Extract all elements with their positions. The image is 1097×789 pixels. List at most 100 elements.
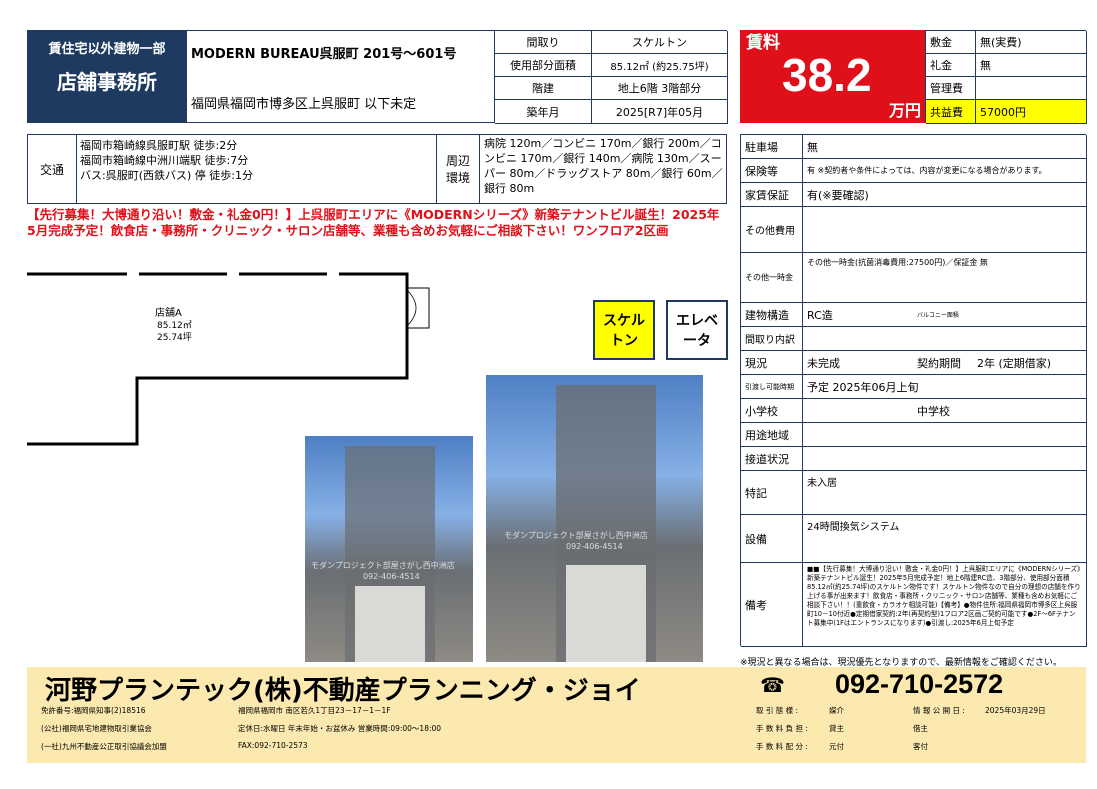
dist-value-origin: 元付 bbox=[829, 742, 844, 751]
insurance-label: 保険等 bbox=[741, 159, 803, 183]
photo2-phone: 092-406-4514 bbox=[566, 542, 623, 551]
dist-label: 手 数 料 配 分 : bbox=[756, 742, 808, 751]
remarks-value: ■■【先行募集！大博通り沿い！敷金・礼金0円！】上呉服町エリアに《MODERNシ… bbox=[803, 563, 1087, 647]
notes-special-value: 未入居 bbox=[803, 471, 1087, 515]
building-photo-1: モダンプロジェクト部屋さがし西中洲店 092-406-4514 bbox=[305, 436, 473, 662]
floor-plan: 店舗A 85.12㎡ 25.74坪 bbox=[27, 268, 437, 448]
built-label: 築年月 bbox=[495, 100, 592, 124]
fax-number: FAX:092-710-2573 bbox=[238, 741, 308, 750]
status-label: 現況 bbox=[741, 351, 803, 375]
info-date-label: 情 報 公 開 日 : bbox=[913, 706, 965, 715]
layout-label: 間取り bbox=[495, 31, 592, 54]
road-value bbox=[803, 447, 1087, 471]
company-address: 福岡県福岡市 南区若久1丁目23－17－1－1F bbox=[238, 706, 391, 715]
zoning-value bbox=[803, 423, 1087, 447]
floor-value: 地上6階 3階部分 bbox=[592, 77, 728, 100]
skeleton-badge-text: スケルトン bbox=[603, 313, 645, 349]
parking-value: 無 bbox=[803, 135, 1087, 159]
deposit-label: 敷金 bbox=[926, 31, 976, 54]
transport-line-3: バス:呉服町(西鉄バス) 停 徒歩:1分 bbox=[80, 169, 253, 182]
address: 福岡県福岡市博多区上呉服町 以下未定 bbox=[191, 97, 417, 112]
other-fees-label: その他費用 bbox=[741, 207, 803, 253]
handover-value: 予定 2025年06月上旬 bbox=[803, 375, 1087, 399]
transport-label: 交通 bbox=[28, 135, 77, 203]
building-photo-2: モダンプロジェクト部屋さがし西中洲店 092-406-4514 bbox=[486, 375, 703, 662]
transport-box: 交通 福岡市箱崎線呉服町駅 徒歩:2分 福岡市箱崎線中洲川端駅 徒歩:7分 バス… bbox=[27, 134, 727, 204]
mode-value: 媒介 bbox=[829, 706, 844, 715]
floor-label: 階建 bbox=[495, 77, 592, 100]
guarantee-value: 有(※要確認) bbox=[803, 183, 1087, 207]
rent-unit: 万円 bbox=[888, 101, 921, 120]
contract-term-value: 2年 (定期借家) bbox=[973, 351, 1087, 375]
mgmt-label: 管理費 bbox=[926, 77, 976, 100]
phone-number[interactable]: 092-710-2572 bbox=[835, 669, 1004, 699]
common-label: 共益費 bbox=[926, 100, 976, 124]
equipment-value: 24時間換気システム bbox=[803, 515, 1087, 563]
layout-value: スケルトン bbox=[592, 31, 728, 54]
balcony-value bbox=[973, 303, 1087, 327]
env-label: 周辺環境 bbox=[436, 135, 480, 203]
key-money-label: 礼金 bbox=[926, 54, 976, 77]
deposit-value: 無(実費) bbox=[976, 31, 1087, 54]
association-2: (一社)九州不動産公正取引協議会加盟 bbox=[41, 742, 167, 751]
rent-box: 賃料 38.2 万円 bbox=[740, 30, 925, 123]
env-text: 病院 120m／コンビニ 170m／銀行 200m／コンビニ 170m／銀行 1… bbox=[484, 137, 723, 195]
remarks-label: 備考 bbox=[741, 563, 803, 647]
phone-icon: ☎ bbox=[760, 673, 785, 697]
structure-label: 建物構造 bbox=[741, 303, 803, 327]
built-value: 2025[R7]年05月 bbox=[592, 100, 728, 124]
rent-value: 38.2 bbox=[782, 49, 872, 101]
common-value: 57000円 bbox=[976, 100, 1087, 124]
mode-label: 取 引 態 様 : bbox=[756, 706, 799, 715]
handover-label: 引渡し可能時期 bbox=[741, 375, 803, 399]
mgmt-value bbox=[976, 77, 1087, 100]
company-name: 河野プランテック(株)不動産プランニング・ジョイ bbox=[45, 676, 641, 706]
fee-value-tenant: 借主 bbox=[913, 724, 928, 733]
layout-detail-label: 間取り内訳 bbox=[741, 327, 803, 351]
category-box: 賃住宅以外建物一部 店舗事務所 bbox=[27, 30, 187, 123]
insurance-value: 有 ※契約者や条件によっては、内容が変更になる場合があります。 bbox=[803, 159, 1087, 183]
junior-high-label: 中学校 bbox=[913, 399, 973, 423]
association-1: (公社)福岡県宅地建物取引業協会 bbox=[41, 724, 152, 733]
other-lump-label: その他一時金 bbox=[741, 253, 803, 303]
spec-table: 間取り スケルトン 使用部分面積 85.12㎡ (約25.75坪) 階建 地上6… bbox=[494, 30, 728, 124]
elementary-value bbox=[803, 399, 913, 423]
dist-value-client: 客付 bbox=[913, 742, 928, 751]
fee-value-landlord: 貸主 bbox=[829, 724, 844, 733]
status-value: 未完成 bbox=[803, 351, 913, 375]
zoning-label: 用途地域 bbox=[741, 423, 803, 447]
info-date-value: 2025年03月29日 bbox=[985, 706, 1046, 715]
details-table: 駐車場 無 保険等 有 ※契約者や条件によっては、内容が変更になる場合があります… bbox=[740, 134, 1087, 647]
other-fees-value bbox=[803, 207, 1087, 253]
building-name: MODERN BUREAU呉服町 201号〜601号 bbox=[191, 47, 457, 62]
other-lump-value: その他一時金(抗菌消毒費用:27500円)／保証金 無 bbox=[803, 253, 1087, 303]
equipment-label: 設備 bbox=[741, 515, 803, 563]
rent-label: 賃料 bbox=[746, 33, 780, 53]
business-hours: 定休日:水曜日 年末年始・お盆休み 営業時間:09:00〜18:00 bbox=[238, 724, 442, 733]
elementary-label: 小学校 bbox=[741, 399, 803, 423]
room-area-m2: 85.12㎡ bbox=[157, 321, 192, 331]
elevator-badge-text: エレベータ bbox=[676, 313, 718, 349]
contract-term-label: 契約期間 bbox=[913, 351, 973, 375]
transport-line-1: 福岡市箱崎線呉服町駅 徒歩:2分 bbox=[80, 139, 238, 152]
category-top: 賃住宅以外建物一部 bbox=[48, 42, 166, 57]
footer: 河野プランテック(株)不動産プランニング・ジョイ 免許番号:福岡県知事(2)18… bbox=[27, 667, 1086, 763]
notes-special-label: 特記 bbox=[741, 471, 803, 515]
junior-high-value bbox=[973, 399, 1087, 423]
balcony-label: バルコニー面積 bbox=[913, 303, 973, 327]
license-no: 免許番号:福岡県知事(2)18516 bbox=[41, 706, 146, 715]
road-label: 接道状況 bbox=[741, 447, 803, 471]
room-name: 店舗A bbox=[155, 308, 182, 319]
fee-label: 手 数 料 負 担 : bbox=[756, 724, 808, 733]
layout-detail-value bbox=[803, 327, 1087, 351]
area-label: 使用部分面積 bbox=[495, 54, 592, 77]
structure-value: RC造 bbox=[803, 303, 913, 327]
photo1-phone: 092-406-4514 bbox=[363, 572, 420, 581]
key-money-value: 無 bbox=[976, 54, 1087, 77]
rent-detail-table: 敷金 無(実費) 礼金 無 管理費 共益費 57000円 bbox=[925, 30, 1087, 124]
room-area-tsubo: 25.74坪 bbox=[157, 333, 192, 343]
elevator-badge: エレベータ bbox=[666, 300, 728, 360]
guarantee-label: 家賃保証 bbox=[741, 183, 803, 207]
skeleton-badge: スケルトン bbox=[593, 300, 655, 360]
area-value: 85.12㎡ (約25.75坪) bbox=[592, 54, 728, 77]
